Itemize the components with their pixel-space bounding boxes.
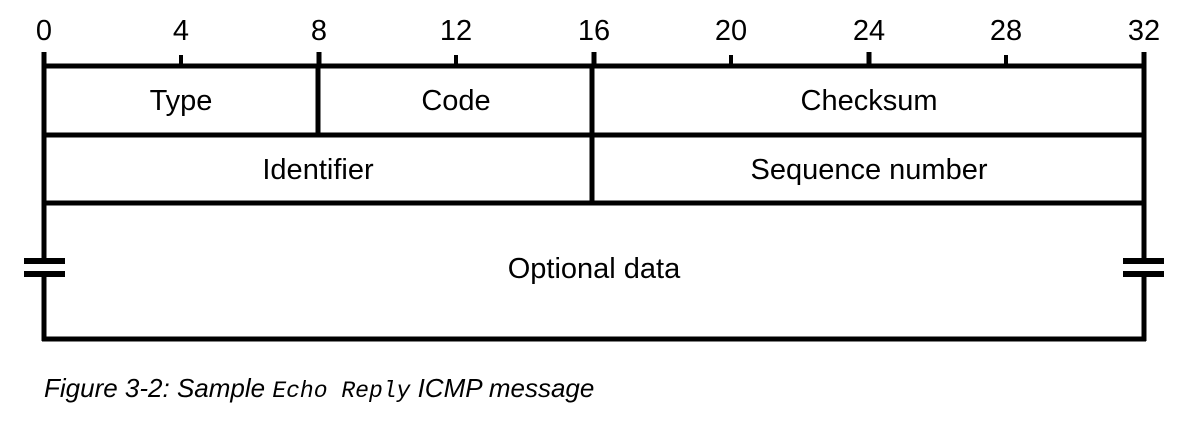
- field-label-checksum: Checksum: [801, 85, 938, 117]
- field-label-type: Type: [150, 85, 213, 117]
- bit-tick-label-32: 32: [1128, 15, 1160, 47]
- break-symbol-right: [1123, 258, 1164, 277]
- field-label-identifier: Identifier: [262, 154, 374, 186]
- caption-prefix: Figure 3-2: Sample: [44, 373, 273, 403]
- field-label-sequence-number: Sequence number: [751, 154, 988, 186]
- bit-tick-label-12: 12: [440, 15, 472, 47]
- packet-vertical-rules: [41, 52, 1147, 341]
- bit-tick-label-28: 28: [990, 15, 1022, 47]
- packet-row-2: Identifier Sequence number: [262, 154, 987, 186]
- break-symbol-left: [24, 258, 65, 277]
- packet-row-1: Type Code Checksum: [150, 85, 938, 117]
- figure-caption: Figure 3-2: Sample Echo Reply ICMP messa…: [44, 373, 595, 404]
- bit-axis-labels: 0 4 8 12 16 20 24 28 32: [36, 15, 1160, 47]
- packet-diagram: 0 4 8 12 16 20 24 28 32: [24, 15, 1164, 342]
- field-label-optional-data: Optional data: [508, 253, 681, 285]
- bit-tick-label-16: 16: [578, 15, 610, 47]
- caption-code-literal: Echo Reply: [272, 378, 411, 404]
- field-label-code: Code: [421, 85, 490, 117]
- bit-tick-label-4: 4: [173, 15, 189, 47]
- bit-tick-label-8: 8: [311, 15, 327, 47]
- bit-tick-label-24: 24: [853, 15, 885, 47]
- packet-row-3: Optional data: [508, 253, 681, 285]
- bit-tick-label-0: 0: [36, 15, 52, 47]
- bit-tick-label-20: 20: [715, 15, 747, 47]
- caption-suffix: ICMP message: [410, 373, 595, 403]
